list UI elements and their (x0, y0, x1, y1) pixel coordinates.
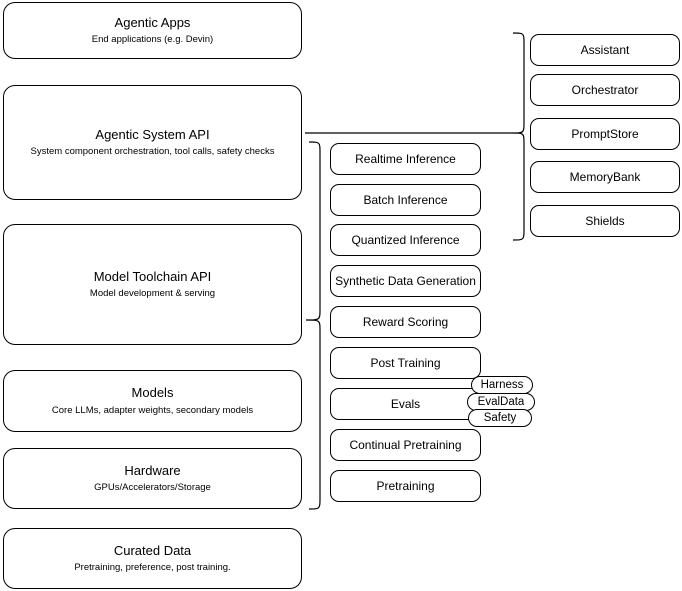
stack-box-title: Agentic System API (95, 126, 210, 142)
eval-tag-harness[interactable]: Harness (471, 376, 533, 394)
toolchain-item-continual-pretraining[interactable]: Continual Pretraining (330, 429, 481, 461)
stack-box-subtitle: End applications (e.g. Devin) (91, 34, 214, 46)
system-item-orchestrator[interactable]: Orchestrator (530, 74, 680, 106)
stack-box-subtitle: Core LLMs, adapter weights, secondary mo… (51, 404, 254, 416)
toolchain-item-realtime-inference[interactable]: Realtime Inference (330, 143, 481, 175)
toolchain-item-synthetic-data-generation[interactable]: Synthetic Data Generation (330, 265, 481, 297)
stack-box-title: Agentic Apps (114, 14, 191, 30)
system-item-promptstore[interactable]: PromptStore (530, 118, 680, 150)
toolchain-item-evals[interactable]: Evals (330, 388, 481, 420)
toolchain-item-batch-inference[interactable]: Batch Inference (330, 184, 481, 216)
stack-box-model-toolchain-api[interactable]: Model Toolchain API Model development & s… (3, 224, 302, 345)
stack-box-title: Curated Data (113, 542, 192, 558)
system-bracket (511, 32, 525, 241)
system-item-memorybank[interactable]: MemoryBank (530, 161, 680, 193)
eval-tag-safety[interactable]: Safety (468, 409, 532, 427)
eval-tag-evaldata[interactable]: EvalData (467, 393, 535, 411)
stack-box-subtitle: System component orchestration, tool cal… (30, 146, 275, 158)
system-item-shields[interactable]: Shields (530, 205, 680, 237)
system-item-assistant[interactable]: Assistant (530, 34, 680, 66)
toolchain-bracket (305, 141, 321, 510)
toolchain-item-reward-scoring[interactable]: Reward Scoring (330, 306, 481, 338)
stack-box-title: Models (131, 385, 174, 401)
stack-box-subtitle: Pretraining, preference, post training. (74, 562, 231, 574)
toolchain-item-quantized-inference[interactable]: Quantized Inference (330, 224, 481, 256)
toolchain-item-post-training[interactable]: Post Training (330, 347, 481, 379)
stack-box-subtitle: GPUs/Accelerators/Storage (94, 482, 211, 494)
stack-box-agentic-system-api[interactable]: Agentic System API System component orche… (3, 85, 302, 200)
stack-box-title: Model Toolchain API (93, 268, 212, 284)
stack-box-subtitle: Model development & serving (89, 288, 216, 300)
toolchain-item-pretraining[interactable]: Pretraining (330, 470, 481, 502)
stack-box-title: Hardware (124, 462, 181, 478)
